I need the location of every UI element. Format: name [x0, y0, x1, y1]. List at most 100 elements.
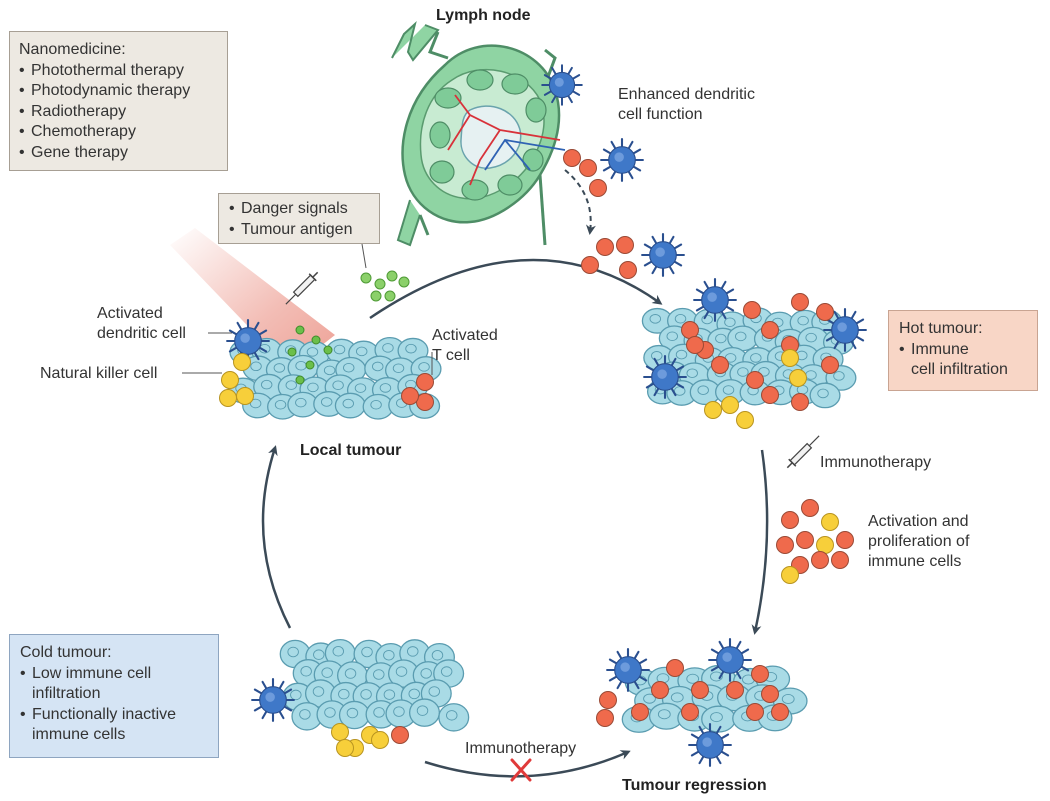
cycle-arrows — [261, 258, 769, 778]
tumour-nucleus — [651, 351, 663, 361]
tumour-nucleus — [249, 398, 262, 409]
nk-cell-icon — [336, 739, 354, 757]
tumour-nucleus — [285, 380, 298, 390]
dendritic-cell-icon — [708, 638, 752, 682]
t-cell-icon — [589, 179, 607, 197]
nk-cell-icon — [331, 723, 349, 741]
natural-killer-label: Natural killer cell — [40, 365, 158, 382]
tumour-nucleus — [287, 646, 299, 658]
dendritic-cell-icon — [541, 64, 583, 106]
t-cell-icon — [563, 149, 581, 167]
cold-tumour-title: Cold tumour: — [20, 644, 112, 661]
t-cell-icon — [666, 659, 684, 677]
hot-tumour-title: Hot tumour: — [899, 320, 983, 337]
tumour-nucleus — [649, 314, 662, 324]
migration-arrow — [564, 169, 596, 235]
t-cell-icon — [681, 321, 699, 339]
nanomedicine-item: Chemotherapy — [19, 122, 227, 143]
dendritic-cell-icon — [251, 678, 295, 722]
tumour-nucleus — [290, 689, 302, 701]
nk-cell-icon — [821, 513, 839, 531]
tumour-nucleus — [797, 315, 809, 326]
nk-cell-icon — [233, 353, 251, 371]
tumour-nucleus — [342, 362, 355, 373]
antigen-dot — [323, 345, 333, 355]
hot-tumour-item: Immune cell infiltration — [899, 340, 1037, 381]
danger-signal-dot — [386, 270, 398, 282]
syringe-icon — [285, 271, 319, 305]
t-cell-icon — [821, 356, 839, 374]
tumour-nucleus — [260, 379, 273, 390]
t-cell-icon — [811, 551, 829, 569]
tumour-nucleus — [299, 709, 311, 720]
tumour-nucleus — [306, 347, 319, 357]
t-cell-icon — [746, 371, 764, 389]
tumour-nucleus — [346, 707, 359, 719]
tumour-cell — [408, 698, 441, 727]
t-cell-icon — [831, 551, 849, 569]
tumour-nucleus — [675, 349, 688, 360]
enhanced-dc-label: Enhanced dendritic cell function — [618, 86, 755, 123]
t-cell-icon — [599, 691, 617, 709]
dendritic-cell-icon — [600, 138, 644, 182]
nk-cell-icon — [736, 411, 754, 429]
tumour-nucleus — [686, 673, 700, 684]
tumour-nucleus — [697, 385, 709, 395]
immunotherapy-right-label: Immunotherapy — [820, 454, 932, 471]
nanomedicine-title: Nanomedicine: — [19, 41, 126, 58]
t-cell-icon — [619, 261, 637, 279]
antigen-dot — [295, 375, 305, 385]
t-cell-icon — [401, 387, 419, 405]
tumour-nucleus — [420, 668, 432, 679]
danger-signal-dot — [384, 290, 396, 302]
nanomedicine-box: Nanomedicine: Photothermal therapy Photo… — [9, 31, 228, 171]
tumour-cluster-icon — [227, 336, 442, 420]
tumour-nucleus — [392, 363, 405, 374]
tumour-nucleus — [715, 333, 727, 344]
tumour-nucleus — [344, 668, 357, 679]
tumour-nucleus — [379, 383, 392, 393]
nanomedicine-item: Photodynamic therapy — [19, 81, 227, 102]
activation-label: Activation and proliferation of immune c… — [868, 513, 970, 570]
nanomedicine-item: Radiotherapy — [19, 102, 227, 123]
tumour-nucleus — [383, 649, 395, 661]
tumour-nucleus — [320, 397, 333, 407]
tumour-nucleus — [370, 399, 382, 410]
tumour-nucleus — [440, 666, 453, 677]
danger-signals-box: Danger signals Tumour antigen — [218, 193, 380, 244]
cold-tumour-box: Cold tumour: Low immune cell infiltratio… — [9, 634, 219, 758]
t-cell-icon — [781, 511, 799, 529]
antigen-dot — [287, 347, 297, 357]
tumour-regression-label: Tumour regression — [622, 777, 767, 794]
dendritic-cell-icon — [606, 648, 650, 692]
tumour-nucleus — [737, 367, 749, 377]
tumour-nucleus — [670, 692, 684, 703]
tumour-cell — [727, 325, 759, 352]
antigen-dot — [305, 360, 315, 370]
tumour-nucleus — [724, 317, 736, 328]
danger-signal-dot — [374, 278, 386, 290]
t-cell-icon — [651, 681, 669, 699]
tumour-nucleus — [333, 344, 346, 355]
tumour-nucleus — [431, 650, 444, 661]
tumour-nucleus — [300, 666, 312, 677]
lymph-node-title: Lymph node — [436, 7, 531, 24]
tumour-nucleus — [312, 686, 325, 697]
tumour-nucleus — [360, 689, 372, 700]
tumour-cluster-icon — [279, 639, 470, 732]
tumour-nucleus — [273, 363, 286, 373]
t-cell-icon — [681, 703, 699, 721]
t-cell-icon — [751, 665, 769, 683]
tumour-cluster-icon — [621, 664, 808, 733]
nk-cell-icon — [221, 371, 239, 389]
tumour-nucleus — [735, 331, 747, 342]
t-cell-icon — [596, 238, 614, 256]
t-cell-icon — [776, 536, 794, 554]
tumour-nucleus — [274, 399, 287, 410]
tumour-nucleus — [686, 368, 698, 378]
antigen-dot — [295, 325, 305, 335]
tumour-nucleus — [307, 382, 319, 393]
tumour-nucleus — [817, 388, 829, 399]
t-cell-icon — [416, 373, 434, 391]
